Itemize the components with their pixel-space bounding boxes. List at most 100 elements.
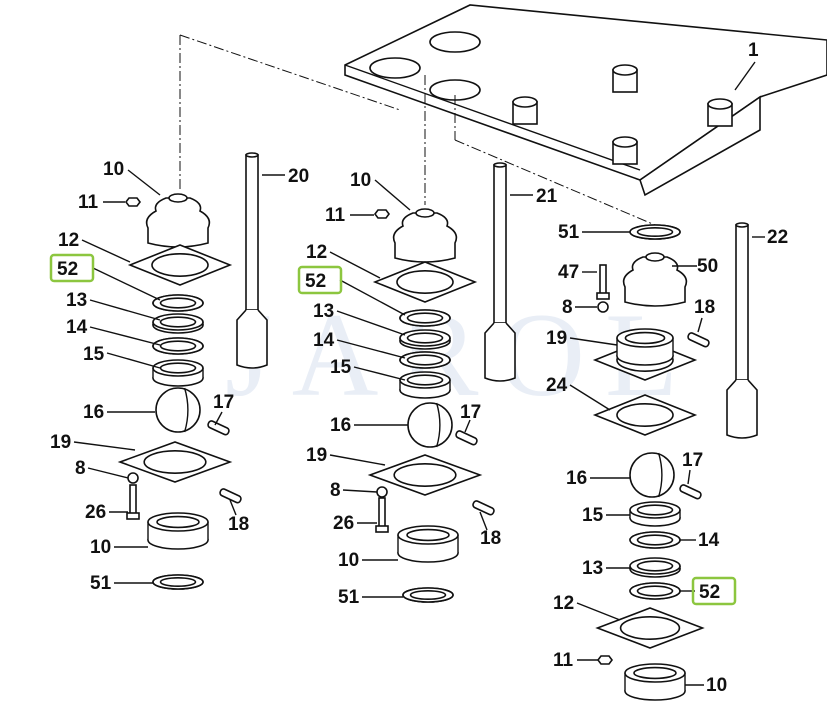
callout-right-ring15: 15: [582, 505, 630, 526]
leader-line: [569, 384, 611, 411]
callout-right-ring14: 14: [680, 530, 720, 551]
ball-slot: [435, 402, 441, 448]
bolt-shank: [129, 484, 137, 516]
callout-middle-bushing: 10: [338, 550, 398, 571]
callout-right-nut-label: 11: [553, 650, 574, 671]
callout-right-nut: 11: [553, 650, 598, 671]
leader-line: [329, 454, 386, 466]
callout-right-shaft-label: 22: [767, 227, 788, 248]
callout-middle-ring15: 15: [330, 357, 406, 381]
circlip-51-mid: [402, 587, 454, 603]
bolt-shank: [599, 264, 607, 296]
callout-right-ring15-label: 15: [582, 505, 604, 526]
callout-right-ring14-label: 14: [698, 530, 720, 551]
callout-left-flange-label: 12: [58, 230, 79, 251]
ring-hole: [406, 374, 444, 386]
ring-hole: [156, 515, 200, 529]
bolt-47: [596, 264, 610, 300]
leader-line: [734, 61, 756, 91]
callout-left-flange: 12: [58, 230, 131, 263]
leader-line: [569, 337, 618, 346]
callout-left-bellows: 10: [103, 159, 161, 196]
leader-line: [81, 239, 131, 263]
shaft-rod: [245, 154, 259, 311]
spacer-top: [612, 64, 638, 76]
ring-hole: [636, 534, 674, 546]
washer-right: [597, 301, 609, 313]
bellows-body: [392, 212, 458, 263]
seal-52-left: [152, 294, 204, 312]
circlip-51-left: [152, 574, 204, 590]
callout-left-bushing-label: 10: [90, 537, 111, 558]
callout-middle-nut-label: 11: [325, 205, 346, 226]
callout-right-housing-label: 19: [546, 328, 567, 349]
ring-hole: [159, 297, 197, 309]
plate-hole: [369, 57, 421, 79]
pin-17-mid: [455, 430, 478, 446]
callout-middle-nut: 11: [325, 205, 374, 226]
ring-hole: [159, 576, 197, 587]
ring-hole: [406, 312, 444, 324]
ring-hole: [633, 666, 677, 680]
callout-left-shaft-label: 20: [288, 166, 309, 187]
callout-middle-circlip-label: 51: [338, 587, 360, 608]
shaft-end: [236, 309, 268, 369]
washer-left: [127, 472, 139, 484]
callout-middle-bolt-label: 26: [333, 513, 354, 534]
callout-left-circlip-label: 51: [90, 573, 112, 594]
callout-left-nut: 11: [78, 192, 125, 213]
shaft-20: [236, 152, 268, 369]
shaft-end: [726, 379, 758, 439]
pin-18-mid: [472, 500, 495, 516]
spacer-top: [612, 136, 638, 148]
callout-right-seal_highlighted-label: 52: [699, 582, 720, 603]
leader-line: [479, 511, 488, 531]
bolt-26-left: [126, 484, 140, 520]
callout-left-circlip: 51: [90, 573, 153, 594]
bellows-body: [145, 197, 211, 248]
callout-right-bolt-label: 47: [558, 262, 579, 283]
callout-left-pin18-label: 18: [228, 514, 249, 535]
bellows-body: [622, 256, 688, 307]
callout-left-nut-label: 11: [78, 192, 99, 213]
leader-line: [342, 489, 378, 493]
callout-left-shaft: 20: [262, 166, 309, 187]
callout-right-flange-label: 12: [553, 593, 574, 614]
callout-right-pin17: 17: [682, 450, 703, 485]
mounting-plate: [344, 4, 827, 197]
ring-hole: [159, 362, 197, 374]
callout-middle-shaft-label: 21: [536, 186, 558, 207]
leader-line: [89, 326, 161, 346]
callout-middle-washer-label: 8: [330, 480, 341, 501]
callout-left-bushing: 10: [90, 537, 148, 558]
leader-line: [73, 441, 136, 451]
callout-left-housing-label: 19: [50, 432, 71, 453]
bellows-neck: [168, 193, 188, 203]
pin-17-right: [679, 484, 702, 500]
pin-18-left: [219, 488, 242, 504]
shaft-top: [735, 222, 749, 228]
housing-19-left: [117, 441, 233, 483]
callout-middle-ball-label: 16: [330, 415, 351, 436]
ring-hole: [159, 316, 197, 328]
bolt-head: [375, 525, 389, 533]
ring-14-right: [629, 531, 681, 549]
callout-left-pin18: 18: [228, 499, 249, 535]
spacer-top: [707, 98, 733, 110]
plate-hole: [429, 31, 481, 53]
callout-left-washer: 8: [75, 458, 129, 479]
callout-middle-bushing-label: 10: [338, 550, 359, 571]
leader-line: [353, 366, 406, 381]
callout-right-shaft: 22: [752, 227, 788, 248]
leader-line: [336, 339, 406, 359]
callout-left-ball: 16: [83, 402, 155, 423]
pin: [219, 488, 242, 504]
ring-15-mid: [399, 371, 451, 399]
callout-right-bolt: 47: [558, 262, 597, 283]
callout-middle-seal_highlighted-label: 52: [305, 271, 326, 292]
callout-left-washer-label: 8: [75, 458, 86, 479]
spacer-top: [512, 96, 538, 108]
bellows-50: [622, 252, 688, 307]
leader-line: [329, 251, 381, 279]
